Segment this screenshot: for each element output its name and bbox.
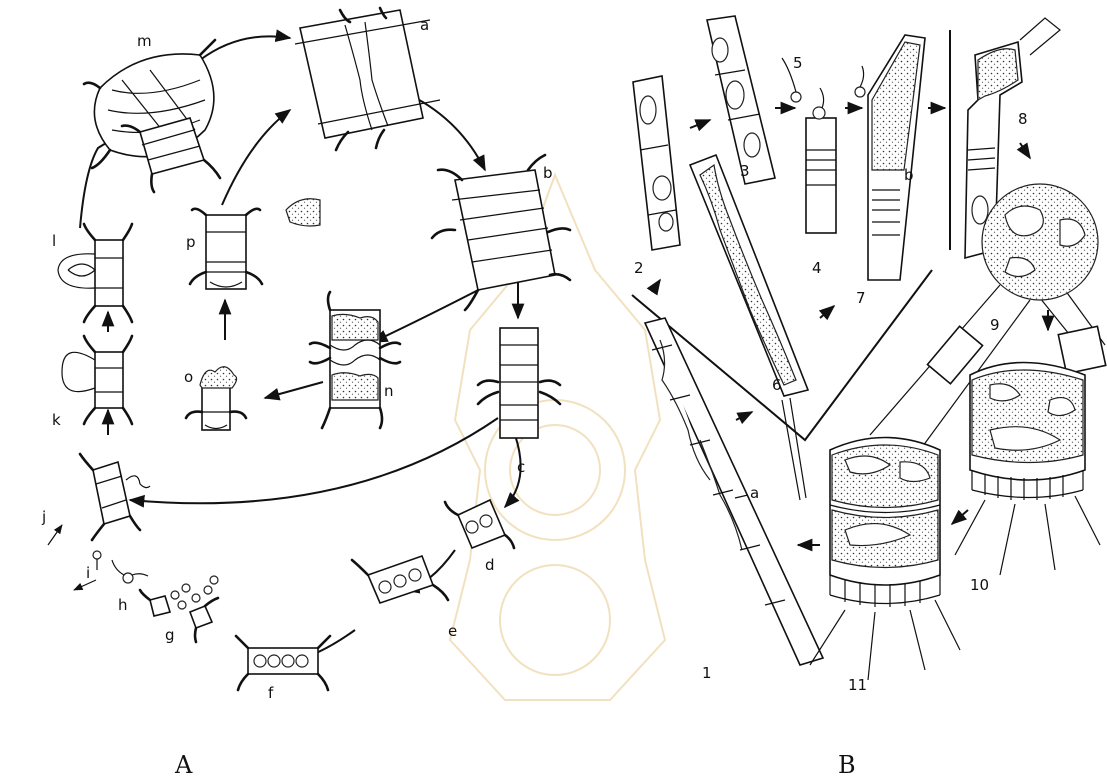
label-o: o: [184, 368, 193, 386]
label-4: 4: [812, 259, 822, 277]
label-10: 10: [970, 576, 989, 594]
label-k: k: [52, 411, 61, 429]
stage-c-cell: [478, 328, 560, 438]
stage-m-cells: [84, 40, 220, 192]
stage-a-cell: [295, 8, 440, 150]
label-9: 9: [990, 316, 1000, 334]
stage-n-cell: [310, 292, 400, 428]
label-2: 2: [634, 259, 644, 277]
label-p: p: [186, 233, 196, 251]
stage-o-cell: [186, 367, 246, 430]
label-c: c: [517, 458, 525, 476]
label-g: g: [165, 626, 175, 644]
stage-11-cell: [810, 438, 960, 681]
label-1: 1: [702, 664, 712, 682]
stage-j-cell: [80, 454, 150, 540]
sublabel-b: b: [904, 166, 914, 184]
panel-b: a 1 2 3 4: [632, 16, 1106, 779]
panel-b-caption: B: [838, 751, 856, 779]
stage-e-cell: [352, 556, 448, 603]
label-3: 3: [740, 162, 750, 180]
stage-d-cell: [445, 500, 514, 548]
label-a: a: [420, 16, 429, 34]
stage-h-zoospore: [112, 560, 148, 583]
label-j: j: [41, 508, 46, 526]
label-m: m: [137, 32, 152, 50]
label-b: b: [543, 164, 553, 182]
sublabel-a: a: [750, 484, 759, 502]
stage-10-cell: [955, 363, 1100, 576]
stage-g-cells: [140, 576, 218, 642]
stage-7-filament: [868, 35, 925, 280]
panel-a: a b c d e: [41, 8, 570, 779]
label-d: d: [485, 556, 495, 574]
stage-p-cell: [190, 199, 320, 289]
label-e: e: [448, 622, 457, 640]
stage-l-cell: [58, 224, 132, 322]
label-i: i: [86, 564, 90, 582]
panel-a-caption: A: [174, 751, 193, 779]
stage-k-cell: [62, 336, 132, 424]
label-5: 5: [793, 54, 803, 72]
label-l: l: [52, 232, 56, 250]
label-7: 7: [856, 289, 866, 307]
stage-4-filament: [806, 88, 836, 233]
stage-2-filament: [633, 76, 680, 250]
label-8: 8: [1018, 110, 1028, 128]
label-n: n: [384, 382, 394, 400]
label-6: 6: [772, 376, 782, 394]
label-f: f: [268, 684, 274, 702]
stage-i-zoospore: [93, 551, 101, 570]
label-h: h: [118, 596, 128, 614]
stage-f-cell: [236, 636, 330, 690]
label-11: 11: [848, 676, 867, 694]
